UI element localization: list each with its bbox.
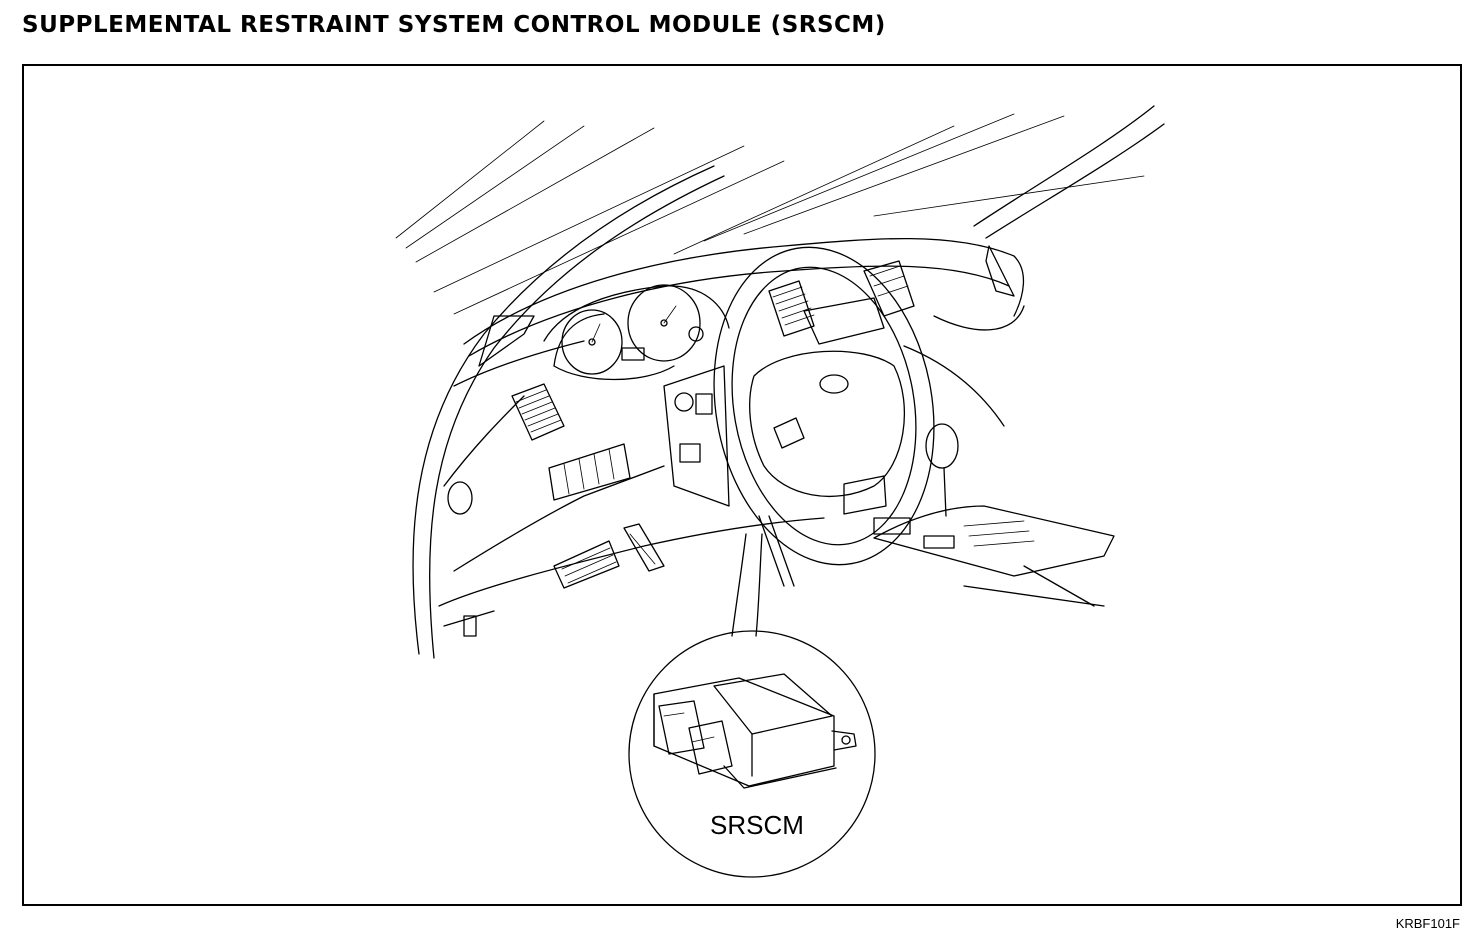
right-a-pillar <box>973 105 1165 239</box>
a-pillar <box>412 165 725 659</box>
instrument-cluster <box>543 284 730 381</box>
column-switches <box>663 365 730 507</box>
figure-code: KRBF101F <box>1395 916 1460 931</box>
center-console <box>803 260 1115 607</box>
srscm-module <box>653 673 857 789</box>
center-air-vent <box>768 280 815 337</box>
dashboard-top <box>453 237 1025 387</box>
left-air-vent <box>511 383 565 441</box>
pedals <box>553 523 665 589</box>
callout-circle <box>628 630 876 878</box>
lower-dash <box>438 395 825 637</box>
callout-leader <box>731 533 763 637</box>
diagram-frame: SRSCM <box>22 64 1462 906</box>
switch-panel <box>548 443 631 501</box>
page-title: SUPPLEMENTAL RESTRAINT SYSTEM CONTROL MO… <box>22 12 886 38</box>
srscm-label: SRSCM <box>710 810 804 840</box>
windshield-lines <box>395 113 1145 315</box>
dashboard-illustration: SRSCM <box>395 105 1165 878</box>
steering-wheel <box>713 246 935 587</box>
